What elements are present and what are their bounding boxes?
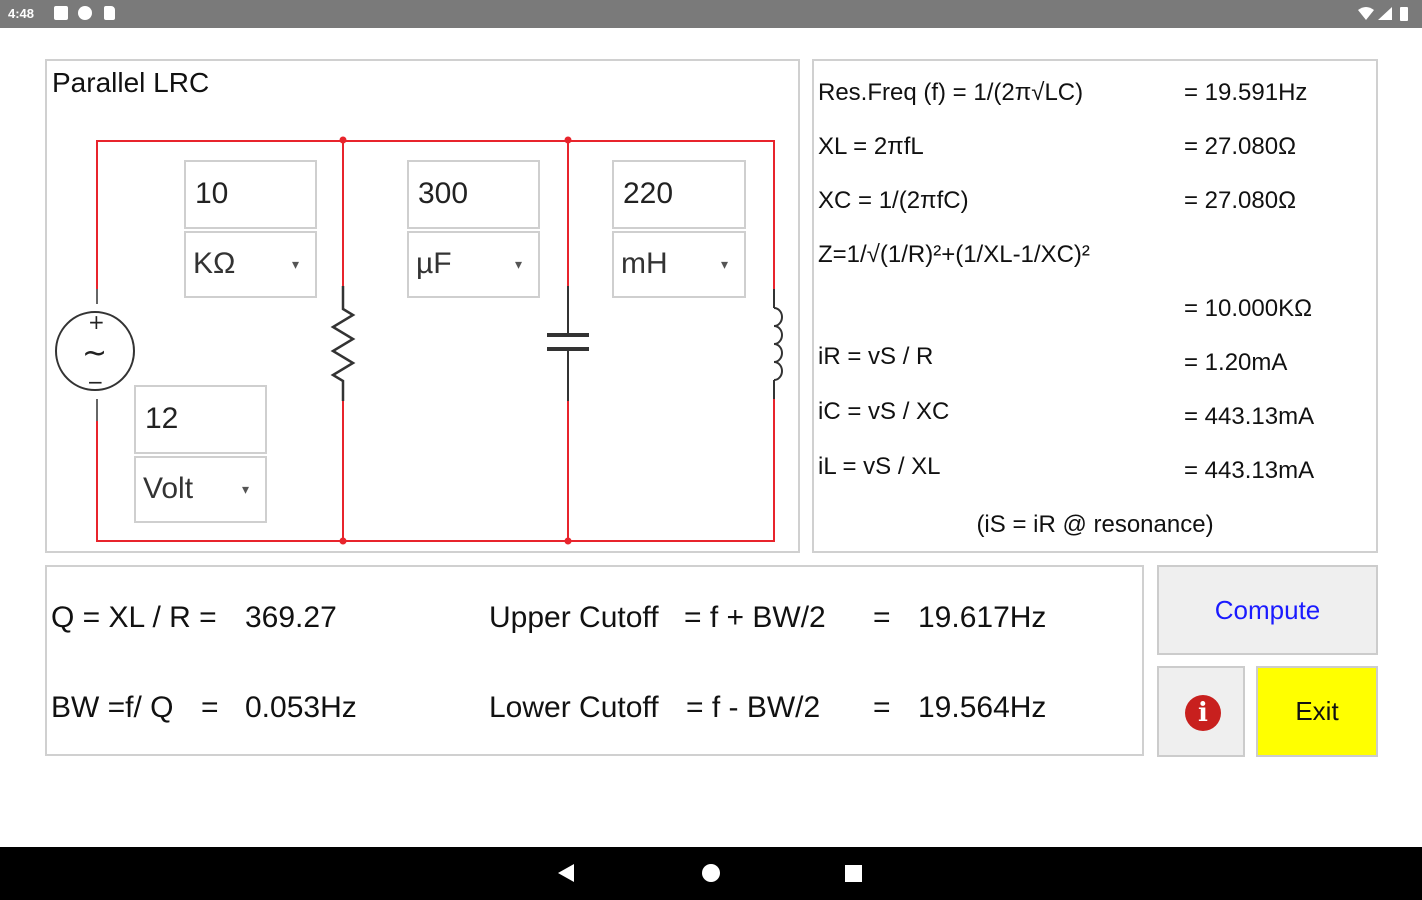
capacitor-unit-select[interactable]: µF ▾ [407,231,540,298]
source-unit-label: Volt [143,472,194,505]
lower-cutoff-formula: = f - BW/2 [686,691,821,724]
xl-formula: XL = 2πfL [818,133,924,160]
junction-dot [564,537,572,545]
inductor-value-input[interactable]: 220 [612,160,746,229]
inductor-symbol [773,289,783,399]
resistor-unit-label: KΩ [193,247,236,280]
xc-formula: XC = 1/(2πfC) [818,187,969,214]
chevron-down-icon: ▾ [720,256,728,272]
recents-icon[interactable] [845,865,862,882]
source-voltage-input[interactable]: 12 [134,385,267,454]
il-formula: iL = vS / XL [818,453,941,480]
top-wire [96,140,775,304]
junction-dot [564,136,572,144]
resistor-unit-select[interactable]: KΩ ▾ [184,231,317,298]
cell-signal-icon [1378,7,1392,20]
res-freq-value: = 19.591Hz [1184,79,1308,106]
xc-value: = 27.080Ω [1184,187,1297,214]
source-unit-select[interactable]: Volt ▾ [134,456,267,523]
chevron-down-icon: ▾ [514,256,522,272]
back-icon[interactable] [558,864,574,882]
capacitor-value-input[interactable]: 300 [407,160,540,229]
formulas-panel: Res.Freq (f) = 1/(2π√LC) = 19.591Hz XL =… [812,59,1378,553]
junction-dot [339,136,347,144]
resistor-value-input[interactable]: 10 [184,160,317,229]
il-value: = 443.13mA [1184,457,1315,484]
compute-button[interactable]: Compute [1157,565,1378,655]
status-time: 4:48 [8,6,35,21]
home-icon[interactable] [702,864,720,882]
q-label: Q = XL / R = [51,601,217,634]
ac-source-icon [55,311,135,391]
inductor-unit-label: mH [621,247,668,280]
source-wave-icon: ~ [82,336,107,371]
chevron-down-icon: ▾ [291,256,299,272]
ic-formula: iC = vS / XC [818,398,950,425]
bw-value: 0.053Hz [245,691,357,724]
res-freq-formula: Res.Freq (f) = 1/(2π√LC) [818,79,1084,106]
notification-icon [54,6,68,20]
sync-icon [78,6,92,20]
info-button[interactable]: i [1157,666,1245,757]
bw-label: BW =f/ Q [51,691,174,724]
status-bar: 4:48 [0,0,1422,28]
resistor-symbol [330,286,356,401]
chevron-down-icon: ▾ [241,481,249,497]
status-icons-right [1356,5,1416,23]
source-minus-label: − [87,370,104,394]
wires [96,140,775,542]
upper-cutoff-value: 19.617Hz [918,601,1047,634]
circuit-panel: Parallel LRC + ~ − [45,59,800,553]
circuit-title: Parallel LRC [52,67,210,98]
upper-cutoff-label: Upper Cutoff [489,601,659,634]
resonance-note: (iS = iR @ resonance) [976,511,1214,538]
source-plus-label: + [88,310,105,334]
ir-formula: iR = vS / R [818,343,934,370]
results-panel: Q = XL / R = 369.27 Upper Cutoff = f + B… [45,565,1144,756]
wifi-icon [1358,7,1374,20]
bottom-wire [96,399,775,542]
capacitor-unit-label: µF [416,247,452,280]
lower-cutoff-equals: = [873,691,891,724]
exit-button[interactable]: Exit [1256,666,1378,757]
sd-card-icon [104,6,115,20]
z-formula: Z=1/√(1/R)²+(1/XL-1/XC)² [818,241,1090,268]
navigation-bar [0,847,1422,900]
inductor-unit-select[interactable]: mH ▾ [612,231,746,298]
capacitor-symbol [547,286,589,401]
xl-value: = 27.080Ω [1184,133,1297,160]
lower-cutoff-value: 19.564Hz [918,691,1047,724]
info-icon: i [1185,695,1221,731]
ic-value: = 443.13mA [1184,403,1315,430]
bw-equals: = [201,691,219,724]
q-value: 369.27 [245,601,337,634]
upper-cutoff-equals: = [873,601,891,634]
battery-icon [1400,7,1408,21]
junction-dot [339,537,347,545]
ir-value: = 1.20mA [1184,349,1288,376]
lower-cutoff-label: Lower Cutoff [489,691,659,724]
z-value: = 10.000KΩ [1184,295,1313,322]
upper-cutoff-formula: = f + BW/2 [684,601,826,634]
circuit-diagram: + ~ − [55,136,783,545]
